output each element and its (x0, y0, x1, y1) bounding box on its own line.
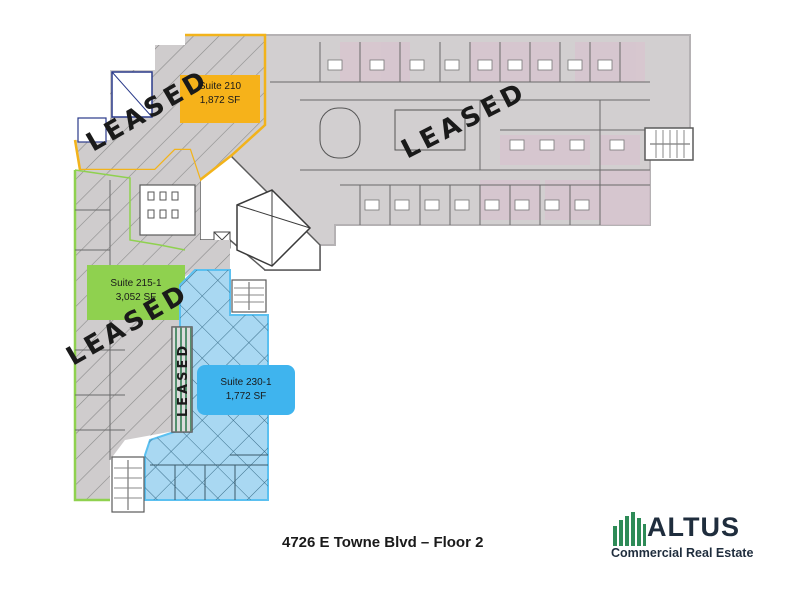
suite-210-label: Suite 210 1,872 SF (183, 80, 257, 108)
restrooms (139, 184, 196, 236)
suite-230-1-label: Suite 230-1 1,772 SF (199, 376, 293, 404)
suite-230-1-name: Suite 230-1 (220, 377, 272, 388)
altus-logo: ALTUS Commercial Real Estate (611, 510, 771, 566)
suite-215-1-label: Suite 215-1 3,052 SF (90, 277, 182, 305)
suite-230-1-highlight (197, 365, 295, 415)
suite-215-1-area-text: 3,052 SF (115, 292, 157, 303)
logo-name: ALTUS (647, 512, 740, 542)
suite-215-1-name: Suite 215-1 (110, 278, 162, 289)
leased-strip (171, 326, 193, 433)
suite-230-walls (150, 454, 268, 500)
suite-210-area-text: 1,872 SF (199, 95, 241, 106)
suite-215-1-highlight (87, 265, 185, 320)
suite-230-1-area-text: 1,772 SF (225, 391, 267, 402)
suite-210-highlight (180, 75, 260, 123)
altus-logo-mark (613, 512, 646, 546)
suite-210-name: Suite 210 (198, 81, 242, 92)
center-stair (231, 279, 267, 313)
northwest-stair (77, 71, 153, 143)
floor-caption: 4726 E Towne Blvd – Floor 2 (282, 534, 484, 551)
southwest-stair (111, 456, 145, 513)
east-wing-walls (270, 42, 650, 225)
logo-tagline: Commercial Real Estate (611, 546, 754, 560)
east-wing-desks (327, 59, 625, 211)
building-core (199, 153, 321, 271)
leased-stamp-strip: LEASED (176, 343, 191, 417)
east-stair (644, 127, 694, 161)
